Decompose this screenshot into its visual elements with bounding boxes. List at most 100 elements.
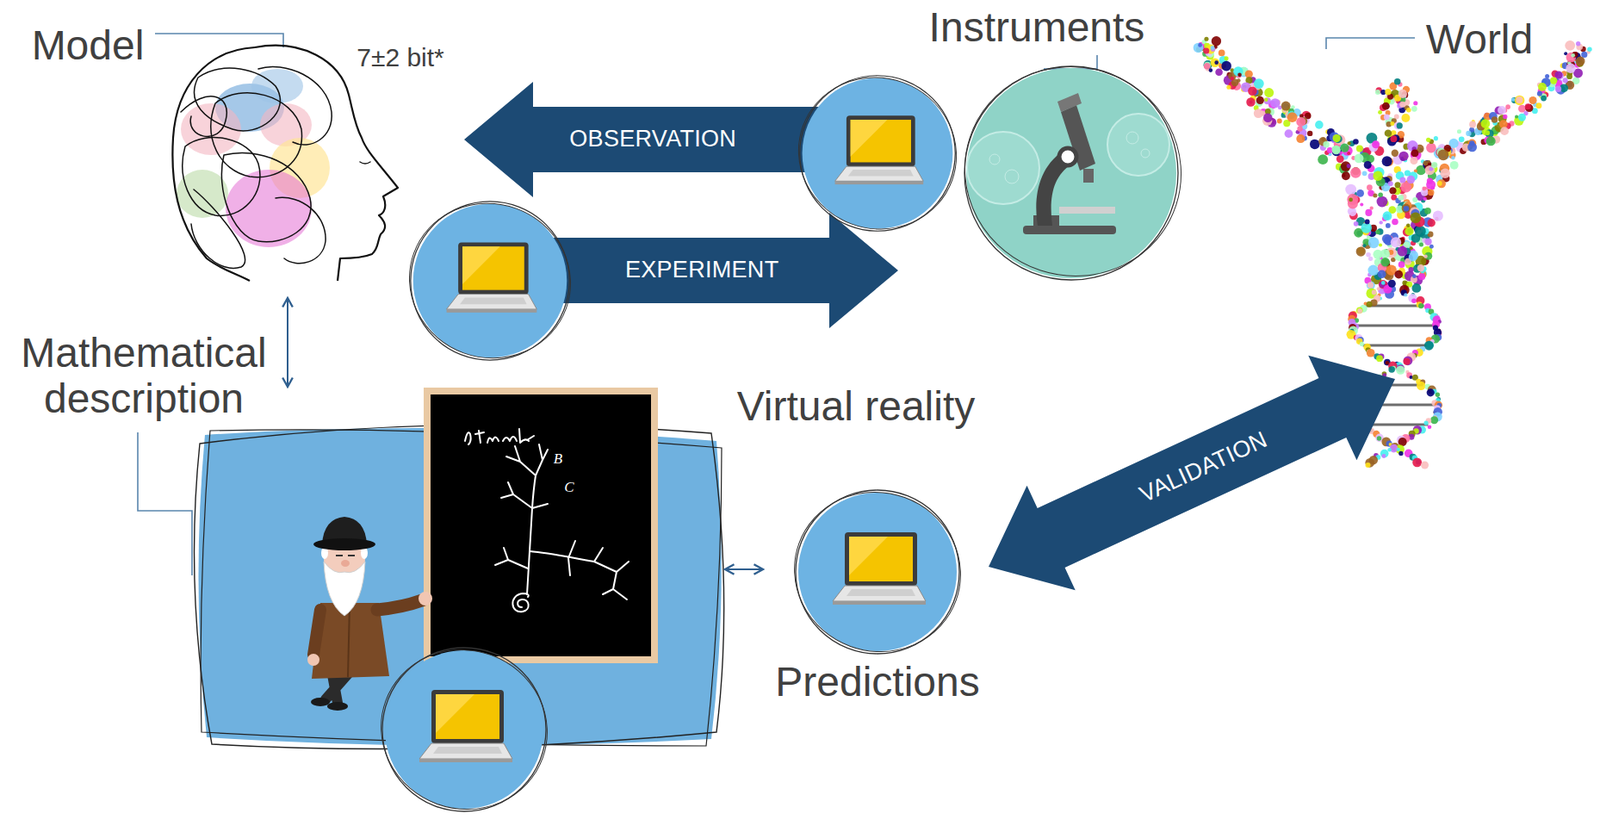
dna-dot	[1426, 142, 1437, 154]
dna-dot	[1401, 204, 1411, 213]
darwin-figure-part	[335, 554, 355, 557]
dna-dot	[1384, 129, 1392, 137]
annotation-label: Virtual reality	[737, 384, 976, 430]
dna-figure	[1193, 36, 1593, 469]
chalk-drawing-part	[512, 593, 528, 612]
dna-dot	[1364, 462, 1371, 468]
dna-dot	[1364, 458, 1375, 468]
chalk-drawing-part	[465, 428, 534, 445]
dna-dot	[1322, 141, 1329, 148]
dna-dot	[1384, 88, 1391, 95]
dna-dot	[1437, 179, 1446, 188]
dna-dot	[1253, 78, 1265, 89]
dna-dot	[1398, 451, 1403, 456]
dna-dot	[1366, 301, 1373, 308]
dna-dot	[1385, 223, 1391, 229]
chalk-drawing-part	[506, 444, 548, 476]
dna-dot	[1408, 252, 1418, 261]
blackboard	[423, 387, 658, 664]
dna-dot	[1263, 112, 1273, 123]
dna-dot	[1364, 219, 1371, 225]
dna-dot	[1383, 114, 1390, 121]
dna-dot	[1396, 122, 1403, 129]
dna-dot	[1352, 138, 1359, 145]
dna-dot	[1376, 354, 1383, 362]
dna-dot	[1514, 114, 1519, 118]
dna-dot	[1491, 116, 1499, 124]
dna-dot	[1575, 56, 1586, 67]
dna-dot	[1398, 260, 1406, 268]
dna-dot	[1348, 198, 1353, 203]
dna-dot	[1540, 95, 1547, 102]
dna-dot	[1221, 61, 1232, 72]
dna-dot	[1372, 192, 1377, 198]
dna-dot	[1555, 86, 1562, 93]
dna-dot	[1211, 36, 1222, 46]
dna-dot	[1246, 97, 1255, 106]
annotation-label: 7±2 bit*	[356, 43, 445, 72]
dna-dot	[1412, 457, 1422, 467]
dna-dot	[1465, 130, 1471, 137]
dna-dot	[1429, 244, 1434, 249]
dna-dot	[1203, 62, 1211, 70]
arrow-label: OBSERVATION	[569, 126, 737, 153]
dna-dot	[1424, 341, 1434, 351]
dna-dot	[1375, 229, 1380, 235]
instruments-region: Instruments	[898, 4, 1191, 289]
chalk-drawing-part	[501, 482, 548, 509]
dna-dot	[1264, 98, 1268, 102]
dna-dot	[1377, 110, 1383, 115]
dna-dot	[1518, 113, 1526, 122]
predictions-node: Predictions	[766, 482, 989, 705]
dna-dot	[1253, 108, 1264, 118]
dna-dot	[1359, 203, 1364, 207]
double-arrow	[286, 297, 289, 387]
dna-dot	[1401, 181, 1412, 193]
dna-dot	[1296, 125, 1303, 131]
dna-dot	[1372, 171, 1383, 181]
dna-dot	[1203, 37, 1209, 42]
dna-dot	[1587, 47, 1593, 53]
dna-dot	[1427, 218, 1436, 227]
dna-dot	[1376, 435, 1382, 441]
microscope-circle-part	[1107, 113, 1170, 176]
dna-dot	[1296, 117, 1306, 127]
darwin-figure-part	[313, 538, 376, 551]
dna-dot	[1481, 118, 1491, 129]
dna-dot	[1218, 49, 1226, 57]
dna-dot	[1571, 53, 1576, 58]
dna-dot	[1378, 242, 1383, 247]
dna-dot	[1381, 280, 1386, 286]
dna-dot	[1486, 136, 1496, 146]
dna-dot	[1554, 71, 1563, 80]
arrow-label: EXPERIMENT	[625, 257, 780, 284]
dna-dot	[1435, 391, 1440, 397]
dna-dot	[1394, 270, 1403, 280]
dna-dot	[1562, 77, 1569, 83]
dna-dot	[1307, 130, 1313, 137]
thinking-head-part-part	[191, 189, 246, 268]
dna-dot	[1418, 272, 1426, 280]
dna-dot	[1193, 43, 1204, 54]
dna-dot	[1412, 197, 1418, 203]
thinking-head-part-part	[275, 197, 326, 263]
thinking-head	[172, 45, 398, 281]
dna-dot	[1346, 151, 1351, 156]
darwin-figure-part	[377, 600, 422, 610]
dna-dot	[1407, 266, 1414, 273]
dna-dot	[1367, 265, 1378, 276]
dna-dot	[1354, 153, 1365, 163]
dna-dot	[1277, 118, 1283, 125]
dna-dot	[1581, 51, 1588, 58]
microscope-circle-part	[1023, 225, 1117, 235]
dna-dot	[1367, 281, 1374, 288]
dna-dot	[1353, 221, 1359, 227]
dna-dot	[1450, 161, 1459, 170]
dna-dot	[1398, 194, 1404, 200]
dna-dot	[1525, 104, 1533, 112]
dna-dot	[1398, 151, 1408, 162]
dna-dot	[1346, 163, 1352, 168]
dna-dot	[1380, 449, 1390, 459]
